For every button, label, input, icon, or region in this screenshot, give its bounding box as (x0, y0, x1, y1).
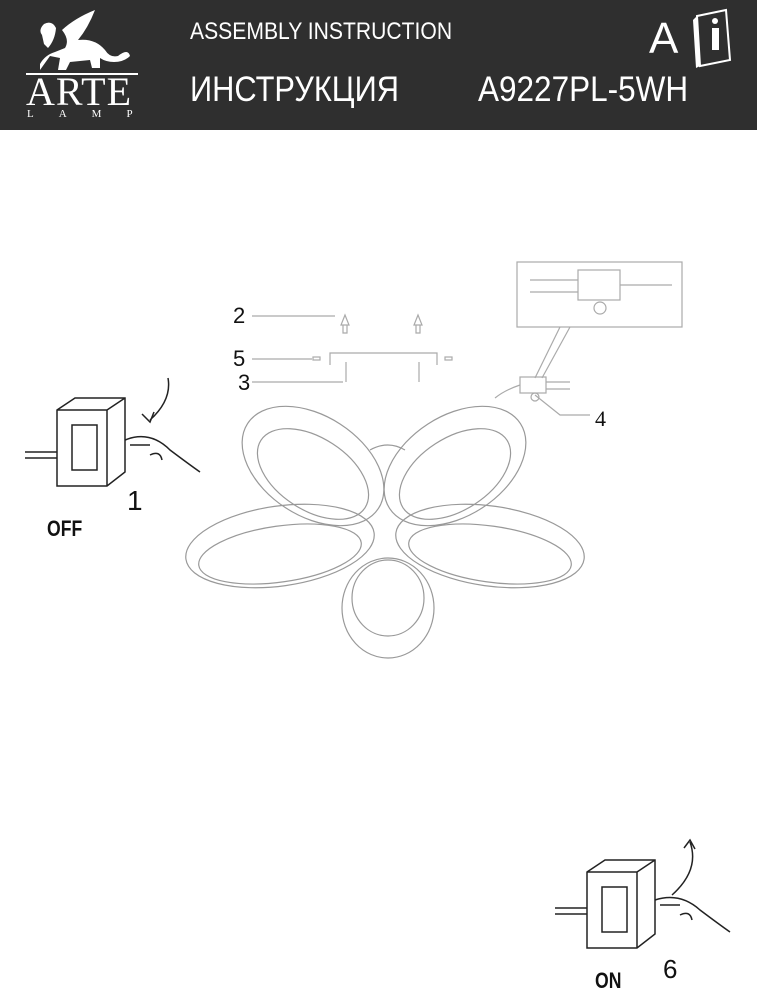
callout-5: 5 (233, 346, 246, 371)
manual-book-icon (693, 8, 732, 68)
language-letter: A (649, 14, 679, 63)
callout-2: 2 (233, 303, 246, 328)
switch-off-label: OFF (47, 516, 83, 541)
title-en: ASSEMBLY INSTRUCTION (190, 18, 453, 45)
title-ru: ИНСТРУКЦИЯ (190, 70, 399, 109)
brand-name: ARTE (26, 69, 133, 114)
model-number: A9227PL-5WH (478, 70, 689, 109)
header-bar: ARTE LAMP ASSEMBLY INSTRUCTION ИНСТРУКЦИ… (0, 0, 757, 130)
griffin-logo-icon (26, 8, 732, 75)
callout-1: 1 (127, 485, 143, 516)
callout-3: 3 (238, 370, 251, 395)
callout-6: 6 (663, 954, 678, 984)
callout-4: 4 (595, 406, 606, 431)
switch-on-label: ON (595, 968, 622, 993)
brand-sub: LAMP (27, 108, 158, 120)
